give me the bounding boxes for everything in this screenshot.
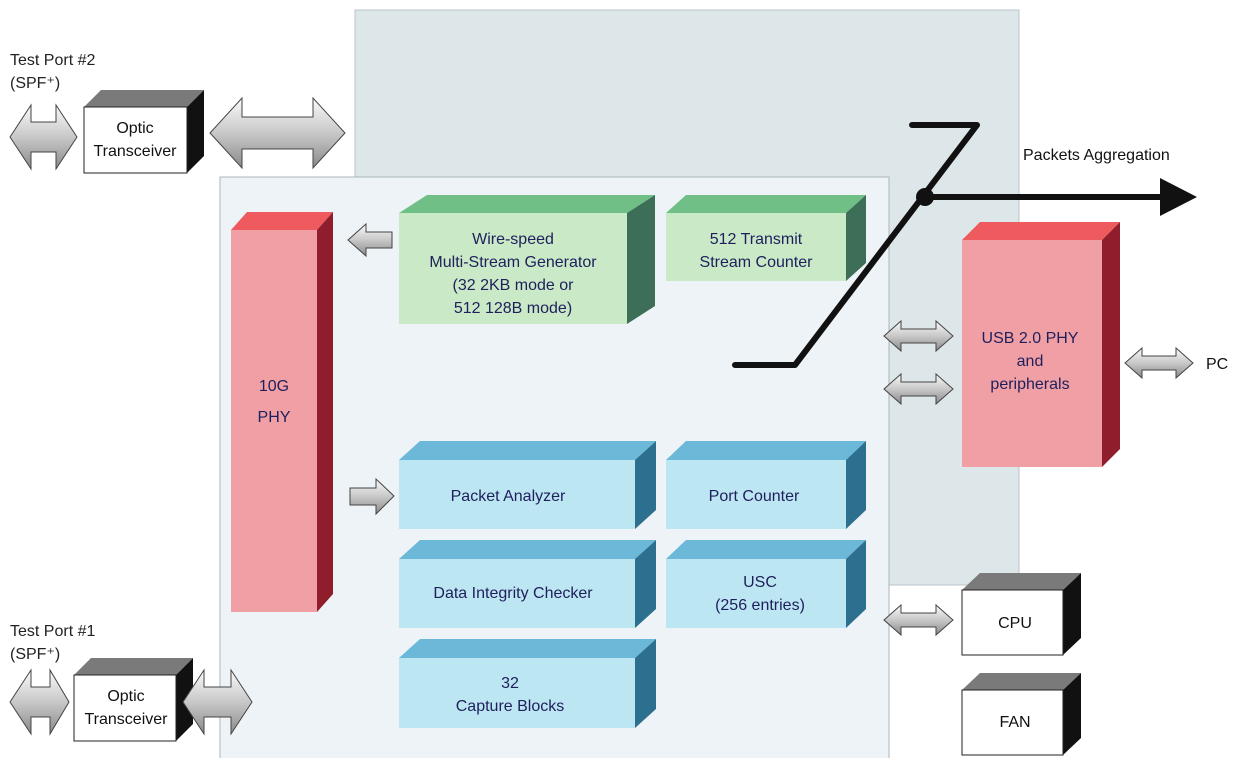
- optic-bottom-label-1: Optic: [107, 688, 144, 705]
- fan-block: FAN: [961, 673, 1081, 756]
- port-counter-label: Port Counter: [709, 488, 800, 505]
- arrow-right-icon: [1160, 178, 1197, 216]
- generator-label-3: (32 2KB mode or: [453, 277, 575, 294]
- double-arrow-icon: [9, 103, 78, 171]
- double-arrow-icon: [9, 668, 70, 736]
- arrow-left-icon: [347, 222, 393, 258]
- test-port-1-sublabel: (SPF⁺): [10, 646, 60, 663]
- cpu-label: CPU: [998, 615, 1032, 632]
- transmit-counter-label-1: 512 Transmit: [710, 231, 803, 248]
- usb-phy-block: USB 2.0 PHY and peripherals: [962, 222, 1120, 467]
- optic-bottom-label-2: Transceiver: [85, 711, 169, 728]
- phy-10g-label-2: PHY: [258, 409, 291, 426]
- optic-top-label-1: Optic: [116, 120, 153, 137]
- usc-label-2: (256 entries): [715, 597, 805, 614]
- generator-label-2: Multi-Stream Generator: [429, 254, 597, 271]
- arrow-right-icon: [349, 477, 395, 516]
- generator-label-4: 512 128B mode): [454, 300, 572, 317]
- usb-phy-label-1: USB 2.0 PHY: [982, 330, 1079, 347]
- phy-10g-block: 10G PHY: [231, 212, 333, 612]
- double-arrow-icon: [209, 96, 346, 170]
- optic-transceiver-top: Optic Transceiver: [83, 90, 204, 174]
- transmit-counter-block: 512 Transmit Stream Counter: [666, 195, 866, 281]
- aggregation-line: [732, 122, 980, 368]
- double-arrow-icon: [883, 372, 954, 406]
- usb-phy-label-3: peripherals: [990, 376, 1069, 393]
- pc-label: PC: [1206, 356, 1228, 373]
- double-arrow-icon: [182, 668, 253, 736]
- usb-phy-label-2: and: [1017, 353, 1044, 370]
- packet-analyzer-block: Packet Analyzer: [399, 441, 656, 529]
- fan-label: FAN: [999, 714, 1030, 731]
- test-port-2-sublabel: (SPF⁺): [10, 75, 60, 92]
- double-arrow-icon: [883, 603, 954, 637]
- data-integrity-block: Data Integrity Checker: [399, 540, 656, 628]
- optic-transceiver-bottom: Optic Transceiver: [73, 658, 193, 742]
- port-counter-block: Port Counter: [666, 441, 866, 529]
- packet-analyzer-label: Packet Analyzer: [451, 488, 566, 505]
- packets-aggregation-label: Packets Aggregation: [1023, 147, 1170, 164]
- usc-block: USC (256 entries): [666, 540, 866, 628]
- test-port-2-label: Test Port #2: [10, 52, 95, 69]
- transmit-counter-label-2: Stream Counter: [700, 254, 814, 271]
- capture-blocks-label-2: Capture Blocks: [456, 698, 565, 715]
- capture-blocks-block: 32 Capture Blocks: [399, 639, 656, 728]
- test-port-1-label: Test Port #1: [10, 623, 95, 640]
- usc-label-1: USC: [743, 574, 777, 591]
- generator-label-1: Wire-speed: [472, 231, 554, 248]
- data-integrity-label: Data Integrity Checker: [433, 585, 593, 602]
- cpu-block: CPU: [961, 573, 1081, 656]
- phy-10g-label-1: 10G: [259, 378, 289, 395]
- optic-top-label-2: Transceiver: [94, 143, 178, 160]
- capture-blocks-label-1: 32: [501, 675, 519, 692]
- double-arrow-icon: [1124, 346, 1194, 380]
- generator-block: Wire-speed Multi-Stream Generator (32 2K…: [399, 195, 655, 324]
- double-arrow-icon: [883, 319, 954, 353]
